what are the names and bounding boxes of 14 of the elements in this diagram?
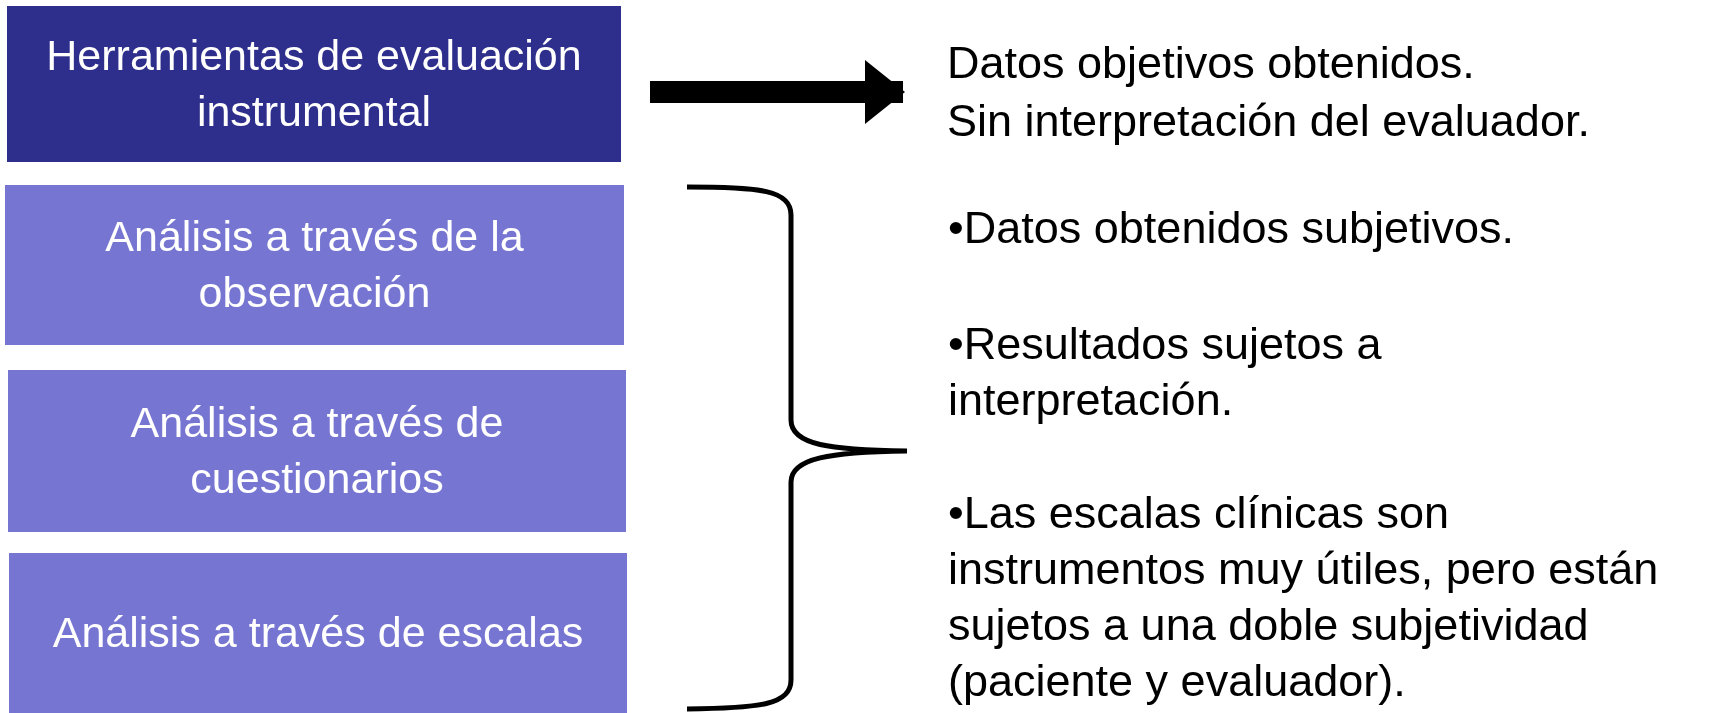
node-text: Análisis a través de la observación xyxy=(104,211,525,318)
process-box xyxy=(9,553,627,713)
node-text: Sin interpretación del evaluador. xyxy=(947,94,1591,148)
process-box xyxy=(5,185,624,345)
bullet-text: •Resultados sujetos a interpretación. xyxy=(948,317,1383,427)
process-box xyxy=(8,370,626,532)
arrow xyxy=(650,60,905,124)
bullet-text: •Las escalas clínicas son instrumentos muy útiles, pero están sujetos a una doble subjetividad (paciente y evaluador). xyxy=(948,486,1660,708)
node-text: Herramientas de evaluación instrumental xyxy=(45,30,583,137)
node-text: Datos objetivos obtenidos. xyxy=(947,36,1476,91)
bullet-text: •Datos obtenidos subjetivos. xyxy=(948,201,1516,255)
node-text: Análisis a través de cuestionarios xyxy=(129,397,505,504)
process-box xyxy=(7,6,621,162)
node-text: Análisis a través de escalas xyxy=(52,607,584,659)
